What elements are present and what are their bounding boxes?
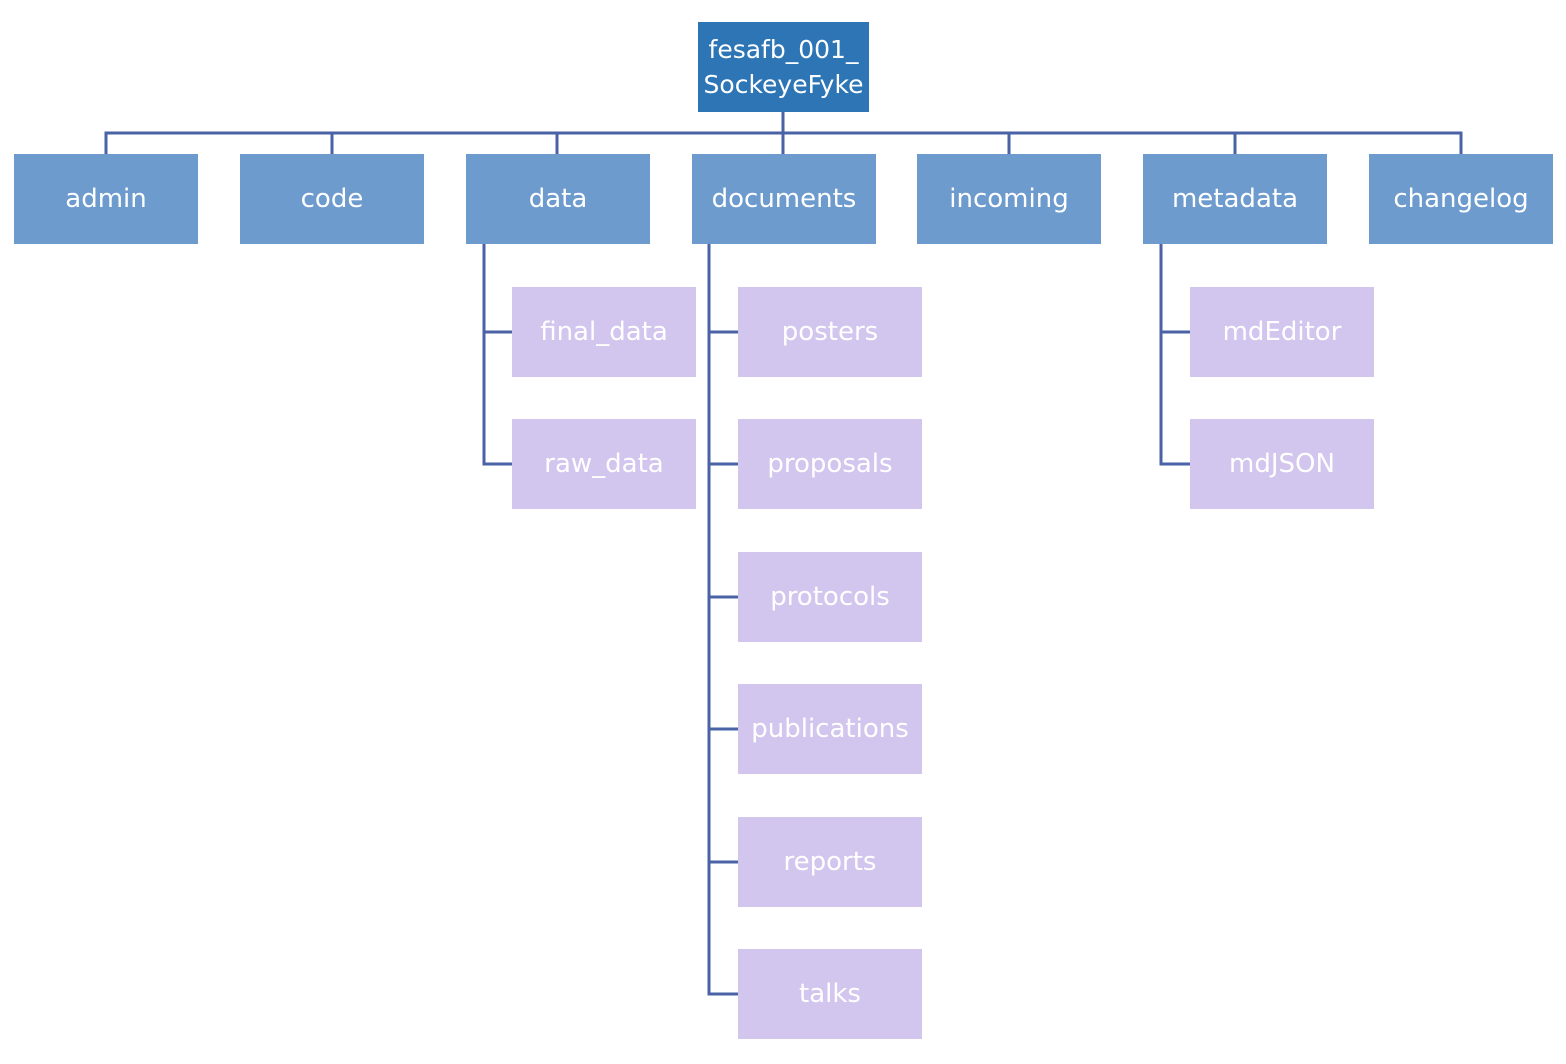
subfolder-node-protocols: protocols <box>738 552 922 642</box>
folder-node-admin: admin <box>14 154 198 244</box>
subfolder-node-raw-data: raw_data <box>512 419 696 509</box>
subfolder-node-posters: posters <box>738 287 922 377</box>
folder-node-incoming: incoming <box>917 154 1101 244</box>
root-folder-label-line1: fesafb_001_ <box>708 35 859 64</box>
folder-node-documents: documents <box>692 154 876 244</box>
subfolder-node-talks: talks <box>738 949 922 1039</box>
folder-node-metadata: metadata <box>1143 154 1327 244</box>
subfolder-node-final-data: final_data <box>512 287 696 377</box>
subfolder-node-reports: reports <box>738 817 922 907</box>
subfolder-node-publications: publications <box>738 684 922 774</box>
subfolder-node-mdeditor: mdEditor <box>1190 287 1374 377</box>
root-folder-label-line2: SockeyeFyke <box>703 70 864 99</box>
folder-node-data: data <box>466 154 650 244</box>
subfolder-node-proposals: proposals <box>738 419 922 509</box>
root-folder-node: fesafb_001_ SockeyeFyke <box>698 22 869 112</box>
subfolder-node-mdjson: mdJSON <box>1190 419 1374 509</box>
folder-node-changelog: changelog <box>1369 154 1553 244</box>
folder-node-code: code <box>240 154 424 244</box>
